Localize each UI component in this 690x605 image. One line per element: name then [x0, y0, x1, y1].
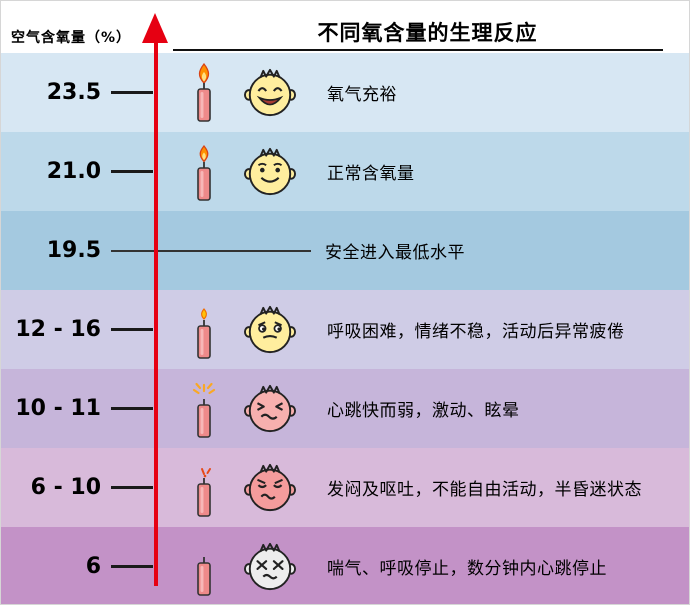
- worried-face-icon: [243, 304, 297, 356]
- reaction-description: 喘气、呼吸停止，数分钟内心跳停止: [327, 559, 607, 579]
- laughing-face-icon: [243, 67, 297, 119]
- dead-face-icon: [243, 541, 297, 593]
- candle-small-flame-icon: [187, 298, 221, 362]
- axis-label: 空气含氧量（%）: [11, 30, 132, 46]
- tick-line: [111, 91, 153, 94]
- tick-line: [111, 407, 153, 410]
- reaction-description: 发闷及呕吐，不能自由活动，半昏迷状态: [327, 480, 642, 500]
- tick-line: [111, 486, 153, 489]
- smiling-face-icon: [243, 146, 297, 198]
- candle-out-icon: [187, 535, 221, 599]
- oxygen-value: 12 - 16: [15, 317, 101, 342]
- candle-flickering-icon: [187, 377, 221, 441]
- title-underline: [173, 49, 663, 51]
- page-title: 不同氧含量的生理反应: [317, 21, 538, 45]
- tick-line: [111, 328, 153, 331]
- reaction-description: 安全进入最低水平: [325, 243, 465, 263]
- reaction-description: 心跳快而弱，激动、眩晕: [327, 401, 520, 421]
- candle-large-flame-icon: [187, 61, 221, 125]
- oxygen-axis-arrow: [154, 41, 158, 586]
- header: 空气含氧量（%） 不同氧含量的生理反应: [1, 1, 689, 53]
- band-row-10-11: 10 - 11: [1, 369, 689, 448]
- dizzy-face-icon: [243, 383, 297, 435]
- oxygen-value: 10 - 11: [15, 396, 101, 421]
- reaction-description: 氧气充裕: [327, 85, 397, 105]
- arrow-up-icon: [142, 13, 168, 43]
- oxygen-value: 23.5: [46, 80, 101, 105]
- band-rows: 23.5: [1, 53, 689, 604]
- tick-line: [111, 565, 153, 568]
- band-row-19-5: 19.5 安全进入最低水平: [1, 211, 689, 290]
- candle-medium-flame-icon: [187, 140, 221, 204]
- safety-level-line: [111, 249, 311, 252]
- band-row-6: 6: [1, 527, 689, 604]
- oxygen-value: 21.0: [46, 159, 101, 184]
- oxygen-value: 6: [85, 554, 101, 579]
- tick-line: [111, 170, 153, 173]
- oxygen-value: 6 - 10: [30, 475, 101, 500]
- candle-extinguished-icon: [187, 456, 221, 520]
- reaction-description: 正常含氧量: [327, 164, 415, 184]
- reaction-description: 呼吸困难，情绪不稳，活动后异常疲倦: [327, 322, 625, 342]
- band-row-6-10: 6 - 10: [1, 448, 689, 527]
- oxygen-value: 19.5: [46, 238, 101, 263]
- band-row-23-5: 23.5: [1, 53, 689, 132]
- sick-face-icon: [243, 462, 297, 514]
- band-row-21-0: 21.0: [1, 132, 689, 211]
- band-row-12-16: 12 - 16: [1, 290, 689, 369]
